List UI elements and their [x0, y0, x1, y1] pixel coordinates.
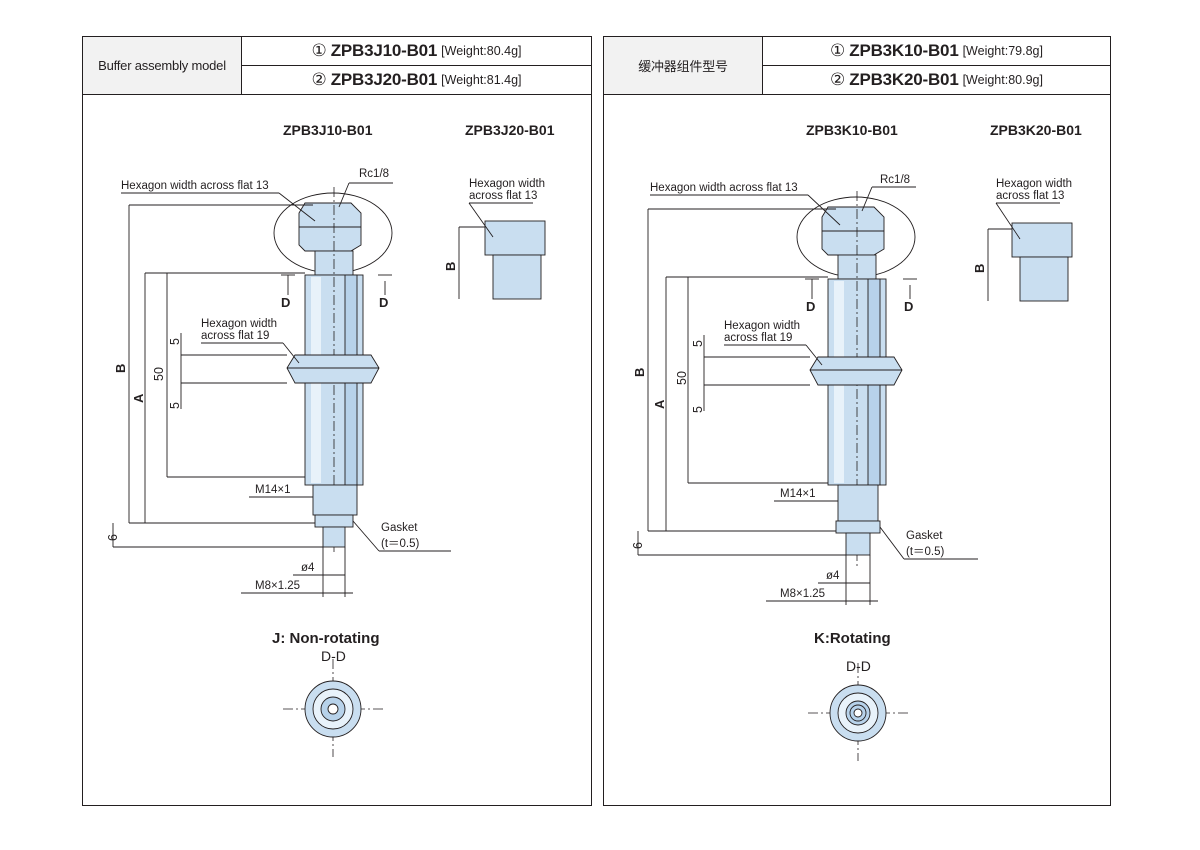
view-title-1: ZPB3J10-B01 — [283, 122, 373, 138]
drawing-non-rotating: ZPB3J10-B01 ZPB3J20-B01 Hexagon width ac… — [106, 122, 555, 757]
label-gasket-t: (t＝0.5) — [381, 538, 420, 550]
label-hex19-line2: across flat 19 — [724, 332, 792, 344]
model-code: ZPB3J10-B01 — [330, 41, 438, 60]
pad-tip — [322, 526, 346, 548]
dim-b-small: B — [443, 262, 458, 271]
header-label: Buffer assembly model — [83, 37, 242, 94]
section-view-dd — [808, 663, 908, 761]
model-header: 缓冲器组件型号 ① ZPB3K10-B01 [Weight:79.8g] ② Z… — [604, 37, 1110, 95]
row-number: ① — [830, 41, 846, 61]
dim-b-small: B — [972, 264, 987, 273]
dim-50: 50 — [152, 367, 166, 381]
label-hex13: Hexagon width across flat 13 — [650, 182, 798, 194]
dim-6: 6 — [106, 534, 120, 541]
lock-nut-19 — [286, 354, 380, 384]
detail-view-2 — [458, 220, 546, 300]
model-row-2: ② ZPB3K20-B01 [Weight:80.9g] — [763, 66, 1110, 94]
label-hex19-line2: across flat 19 — [201, 330, 269, 342]
panel-rotating: 缓冲器组件型号 ① ZPB3K10-B01 [Weight:79.8g] ② Z… — [603, 36, 1111, 806]
dim-b: B — [632, 368, 647, 377]
model-row-1: ① ZPB3K10-B01 [Weight:79.8g] — [763, 37, 1110, 66]
thread-section — [312, 484, 358, 516]
row-number: ① — [311, 41, 327, 61]
label-hex19-line1: Hexagon width — [201, 318, 277, 330]
model-code: ZPB3J20-B01 — [330, 70, 438, 89]
drawing-rotating: ZPB3K10-B01 ZPB3K20-B01 Hexagon width ac… — [631, 122, 1082, 761]
lock-nut-19 — [809, 356, 903, 386]
label-rc: Rc1/8 — [359, 168, 389, 180]
model-code: ZPB3K10-B01 — [849, 41, 959, 60]
label-m8: M8×1.25 — [255, 580, 300, 592]
model-code: ZPB3K20-B01 — [849, 70, 959, 89]
gasket-ring — [835, 520, 881, 534]
gasket-ring — [314, 514, 354, 528]
label-m8: M8×1.25 — [780, 588, 825, 600]
model-weight: [Weight:80.4g] — [441, 44, 522, 58]
caption: J: Non-rotating — [272, 630, 379, 647]
pad-tip — [845, 532, 871, 556]
section-label: D-D — [321, 648, 346, 664]
dim-5-bottom: 5 — [168, 402, 182, 409]
label-hex13-small-line2: across flat 13 — [996, 190, 1064, 202]
dim-5-bottom: 5 — [691, 406, 705, 413]
header-label: 缓冲器组件型号 — [604, 37, 763, 94]
label-hex13-small-line1: Hexagon width — [469, 178, 545, 190]
dim-6: 6 — [631, 542, 645, 549]
label-d-left: D — [281, 295, 290, 310]
detail-view-2 — [987, 222, 1073, 302]
view-title-1: ZPB3K10-B01 — [806, 122, 898, 138]
label-m14: M14×1 — [255, 484, 290, 496]
label-hex13-small-line1: Hexagon width — [996, 178, 1072, 190]
dim-50: 50 — [675, 371, 689, 385]
buffer-assembly-drawing — [796, 191, 916, 567]
label-phi4: ø4 — [826, 570, 840, 582]
label-d-right: D — [379, 295, 388, 310]
model-header: Buffer assembly model ① ZPB3J10-B01 [Wei… — [83, 37, 591, 95]
dim-a: A — [652, 399, 667, 409]
dim-b: B — [113, 364, 128, 373]
model-row-2: ② ZPB3J20-B01 [Weight:81.4g] — [242, 66, 591, 94]
label-gasket-t: (t＝0.5) — [906, 546, 945, 558]
label-phi4: ø4 — [301, 562, 315, 574]
label-hex19-line1: Hexagon width — [724, 320, 800, 332]
caption: K:Rotating — [814, 630, 891, 647]
model-weight: [Weight:79.8g] — [962, 44, 1043, 58]
model-weight: [Weight:81.4g] — [441, 73, 522, 87]
model-row-1: ① ZPB3J10-B01 [Weight:80.4g] — [242, 37, 591, 66]
label-m14: M14×1 — [780, 488, 815, 500]
buffer-assembly-drawing — [273, 187, 393, 552]
row-number: ② — [311, 70, 327, 90]
thread-section — [837, 484, 879, 522]
dim-5-top: 5 — [691, 340, 705, 347]
label-hex13: Hexagon width across flat 13 — [121, 180, 269, 192]
label-d-right: D — [904, 299, 913, 314]
section-view-dd — [283, 659, 383, 757]
panel-non-rotating: Buffer assembly model ① ZPB3J10-B01 [Wei… — [82, 36, 592, 806]
label-gasket: Gasket — [906, 530, 943, 542]
label-rc: Rc1/8 — [880, 174, 910, 186]
label-hex13-small-line2: across flat 13 — [469, 190, 537, 202]
view-title-2: ZPB3J20-B01 — [465, 122, 555, 138]
label-d-left: D — [806, 299, 815, 314]
view-title-2: ZPB3K20-B01 — [990, 122, 1082, 138]
row-number: ② — [830, 70, 846, 90]
model-weight: [Weight:80.9g] — [962, 73, 1043, 87]
section-label: D-D — [846, 658, 871, 674]
dim-a: A — [131, 393, 146, 403]
label-gasket: Gasket — [381, 522, 418, 534]
dim-5-top: 5 — [168, 338, 182, 345]
